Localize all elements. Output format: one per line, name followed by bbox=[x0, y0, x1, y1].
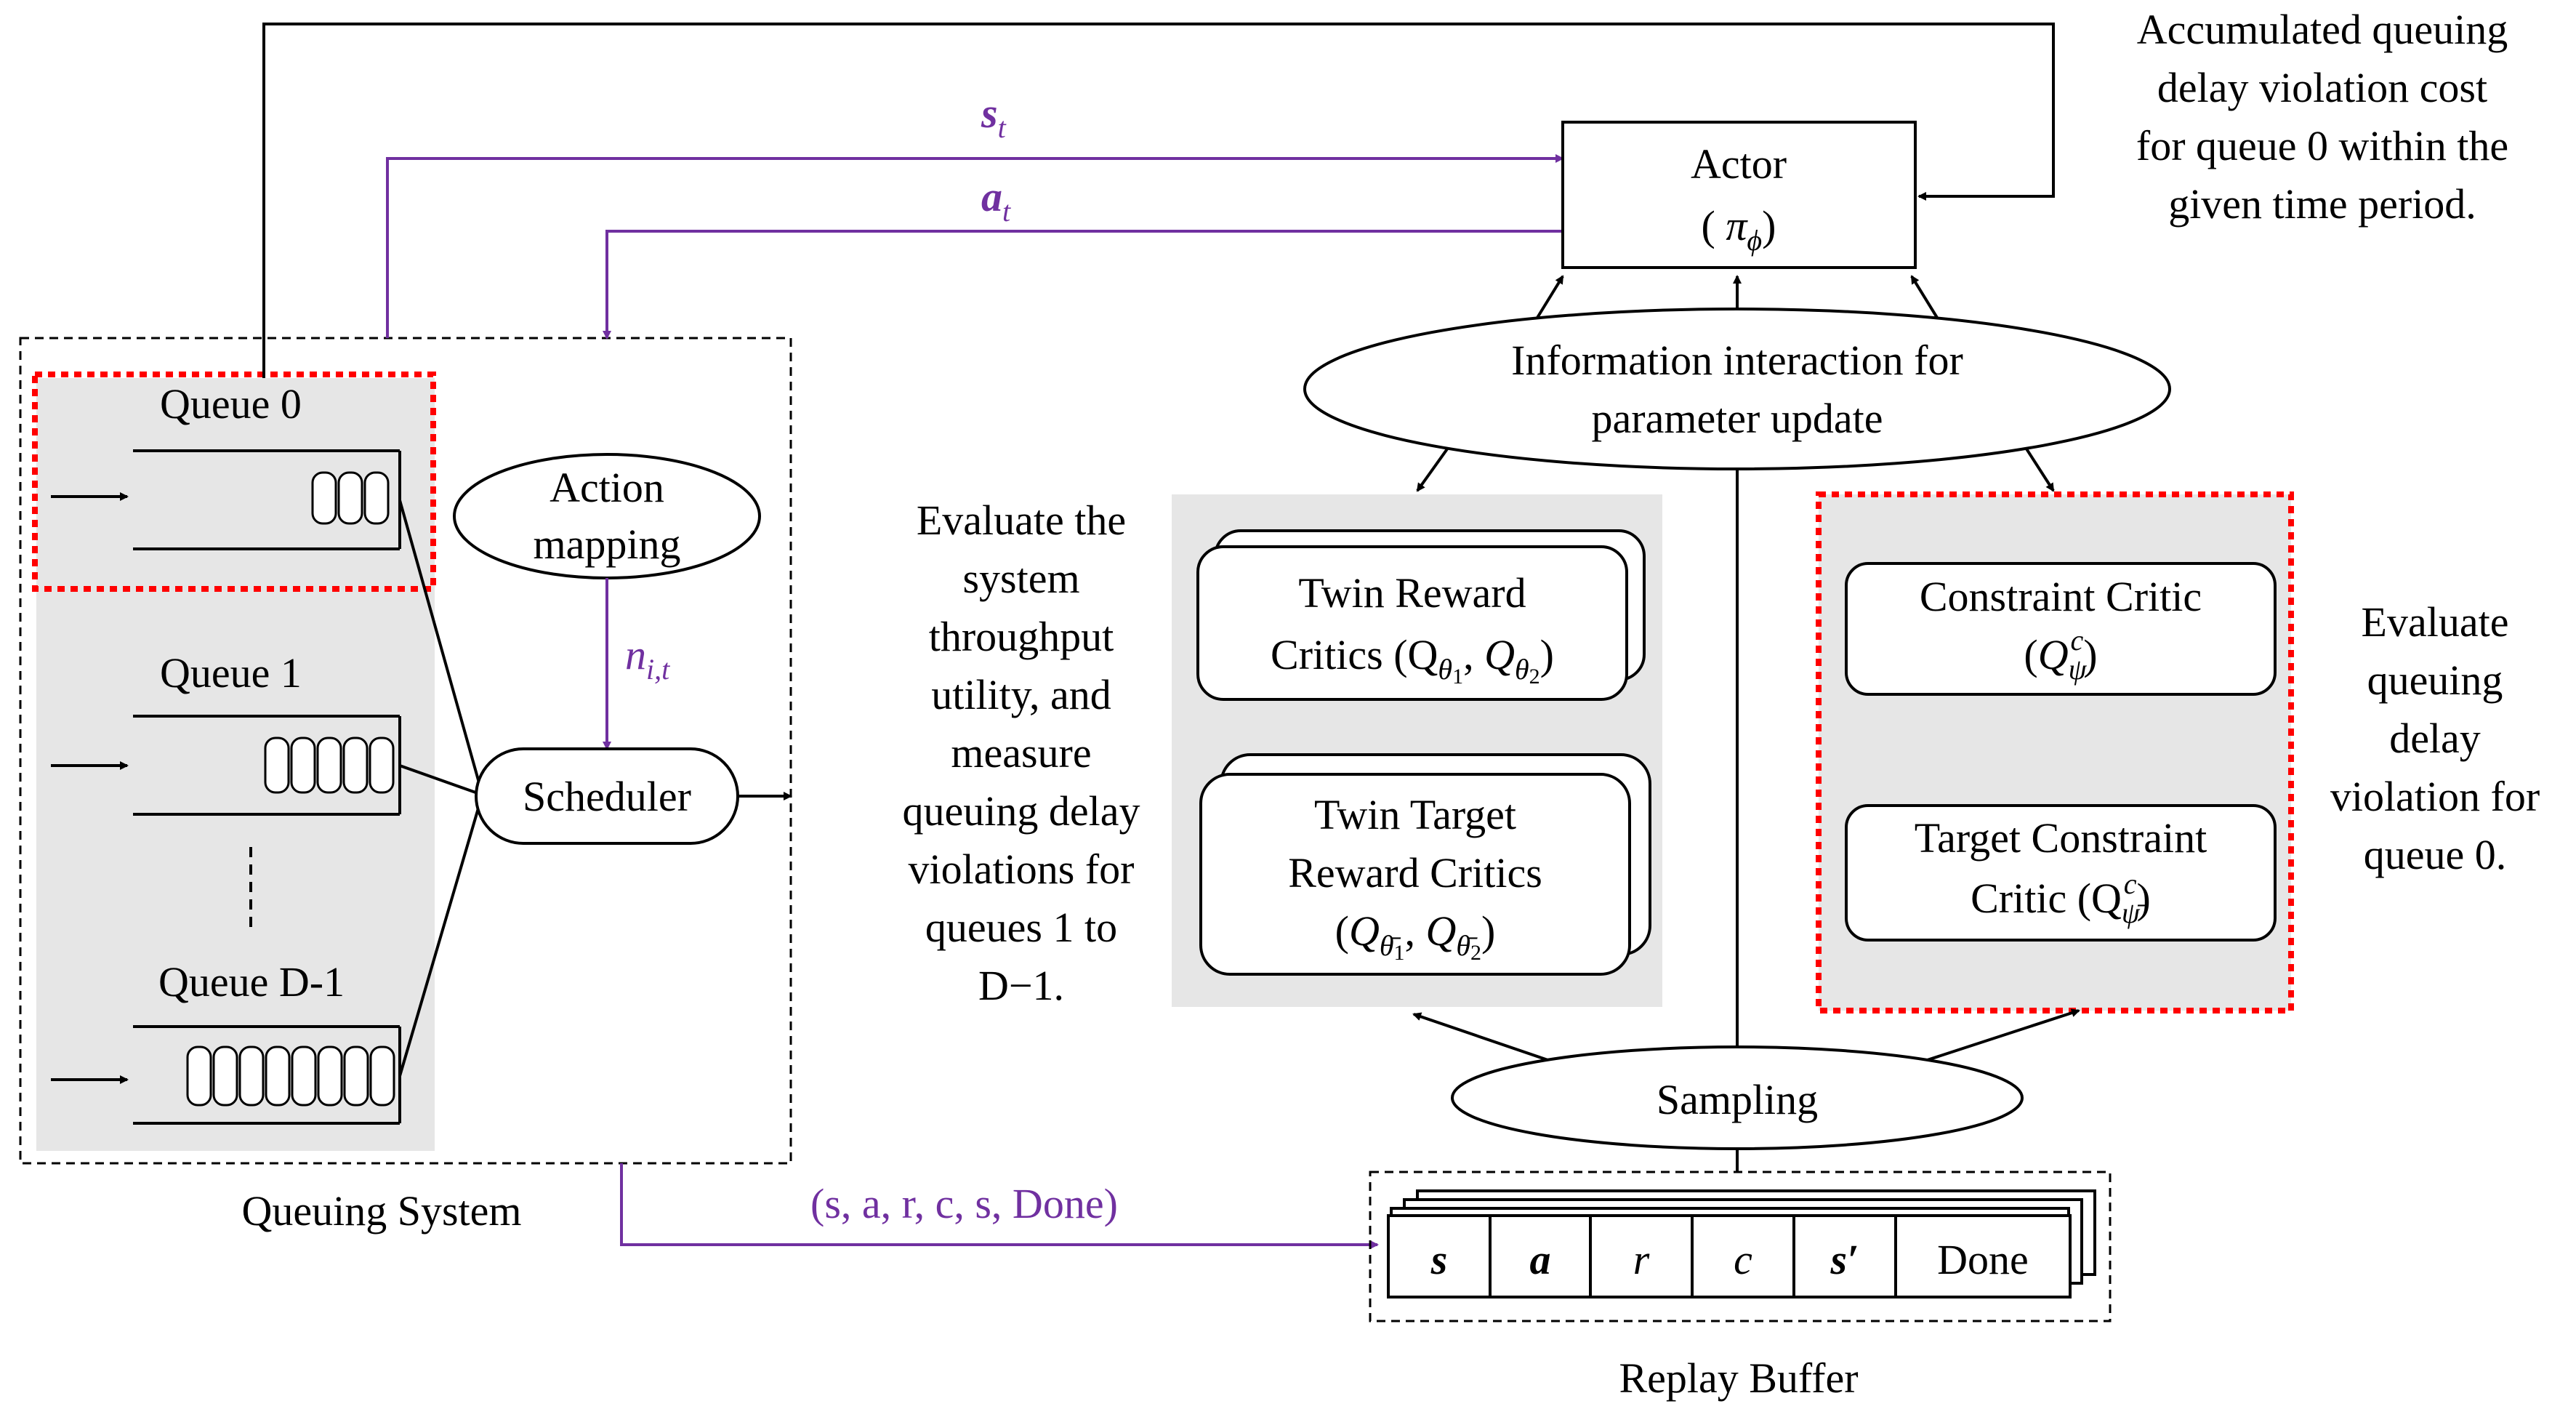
twin-target-reward-critics: Twin Target Reward Critics (Qθ̄1, Qθ̄2) bbox=[1199, 753, 1651, 976]
queue-0-label: Queue 0 bbox=[160, 380, 302, 428]
eval-left-line-7: violations for bbox=[909, 846, 1135, 893]
constraint-critics-panel: Constraint Critic (Qψc) Target Constrain… bbox=[1816, 491, 2294, 1013]
eval-left-line-9: D−1. bbox=[978, 962, 1064, 1009]
twin-reward-critics: Twin Reward Critics (Qθ1, Qθ2) bbox=[1196, 529, 1646, 701]
cost-feedback-line bbox=[262, 23, 2055, 378]
queuing-system-boundary bbox=[19, 337, 792, 1165]
twin-reward-critics-line-2: Critics (Qθ1, Qθ2) bbox=[1271, 631, 1554, 689]
actor-policy: ( πϕ) bbox=[1702, 202, 1776, 257]
transition-arrow bbox=[620, 1163, 1379, 1249]
buffer-cell-c: c bbox=[1734, 1236, 1752, 1283]
cost-note: Accumulated queuing delay violation cost… bbox=[2136, 6, 2508, 228]
action-mapping-line-2: mapping bbox=[534, 521, 681, 568]
cost-note-line-2: delay violation cost bbox=[2157, 64, 2487, 111]
queue-d-1-label: Queue D-1 bbox=[158, 958, 345, 1005]
buffer-cell-s-next: s′ bbox=[1830, 1236, 1859, 1283]
queue-d-1-packets bbox=[186, 1045, 395, 1107]
eval-left-line-4: utility, and bbox=[931, 671, 1111, 718]
queuing-system-label: Queuing System bbox=[241, 1187, 521, 1235]
cost-note-line-1: Accumulated queuing bbox=[2137, 6, 2508, 53]
constraint-critic: Constraint Critic (Qψc) bbox=[1845, 562, 2277, 696]
twin-target-line-1: Twin Target bbox=[1314, 791, 1516, 838]
actor: Actor ( πϕ) bbox=[1561, 121, 1917, 269]
reward-critics-panel: Twin Reward Critics (Qθ1, Qθ2) Twin Targ… bbox=[1172, 494, 1662, 1007]
buffer-cell-s: s bbox=[1430, 1236, 1448, 1283]
replay-buffer-label: Replay Buffer bbox=[1619, 1354, 1858, 1402]
eval-right-line-2: queuing bbox=[2367, 657, 2503, 704]
eval-right-line-5: queue 0. bbox=[2364, 831, 2507, 878]
action-label: at bbox=[981, 173, 1011, 228]
target-constraint-line-2: Critic (Qψ̄c) bbox=[1971, 867, 2151, 929]
eval-left-line-8: queues 1 to bbox=[925, 904, 1117, 951]
queue-1-label: Queue 1 bbox=[160, 649, 302, 697]
target-constraint-critic: Target Constraint Critic (Qψ̄c) bbox=[1845, 804, 2277, 942]
eval-right-note: Evaluate queuing delay violation for que… bbox=[2330, 598, 2540, 878]
sampling: Sampling bbox=[1412, 1008, 2080, 1172]
information-interaction-ellipse bbox=[1303, 308, 2171, 470]
sampling-label: Sampling bbox=[1657, 1076, 1818, 1123]
actor-title: Actor bbox=[1691, 140, 1787, 188]
information-interaction-line-2: parameter update bbox=[1592, 395, 1883, 442]
buffer-cell-r: r bbox=[1633, 1236, 1650, 1283]
cost-note-line-4: given time period. bbox=[2168, 180, 2476, 228]
n-label: ni,t bbox=[625, 631, 670, 686]
queue-1-packets bbox=[264, 736, 395, 794]
eval-left-line-5: measure bbox=[951, 729, 1091, 776]
state-label: st bbox=[981, 89, 1007, 144]
queue-0: Queue 0 bbox=[51, 380, 401, 550]
eval-left-line-3: throughput bbox=[929, 613, 1114, 660]
buffer-cell-done: Done bbox=[1937, 1236, 2029, 1283]
twin-reward-critics-line-1: Twin Reward bbox=[1298, 569, 1526, 617]
action-arrow bbox=[603, 230, 1563, 340]
eval-left-line-2: system bbox=[962, 555, 1079, 602]
replay-buffer-cells: s a r c s′ Done bbox=[1387, 1214, 2072, 1298]
feedback-paths: st at (s, a, r, c, s, Done) bbox=[262, 23, 2055, 1249]
target-constraint-line-1: Target Constraint bbox=[1915, 814, 2207, 862]
scheduler-label: Scheduler bbox=[523, 773, 691, 820]
information-interaction: Information interaction for parameter up… bbox=[1303, 275, 2171, 1080]
eval-left-note: Evaluate the system throughput utility, … bbox=[903, 497, 1140, 1009]
action-mapping-line-1: Action bbox=[550, 464, 664, 511]
buffer-cell-a: a bbox=[1530, 1236, 1551, 1283]
queue-0-highlight bbox=[32, 372, 436, 592]
twin-target-line-2: Reward Critics bbox=[1288, 849, 1542, 896]
replay-buffer: s a r c s′ Done Replay Buffer bbox=[1369, 1171, 2112, 1402]
replay-buffer-boundary bbox=[1369, 1171, 2112, 1322]
state-arrow bbox=[386, 154, 1564, 338]
constraint-critic-line-1: Constraint Critic bbox=[1920, 573, 2202, 620]
queue-1: Queue 1 bbox=[51, 649, 401, 816]
queue-0-packets bbox=[311, 471, 390, 525]
information-interaction-line-1: Information interaction for bbox=[1511, 337, 1963, 384]
actor-box bbox=[1561, 121, 1917, 269]
constraint-critics-highlight bbox=[1816, 491, 2294, 1013]
cost-note-line-3: for queue 0 within the bbox=[2136, 122, 2508, 169]
eval-right-line-4: violation for bbox=[2330, 773, 2540, 820]
eval-left-line-1: Evaluate the bbox=[917, 497, 1126, 544]
eval-left-line-6: queuing delay bbox=[903, 787, 1140, 835]
eval-right-line-3: delay bbox=[2389, 715, 2481, 762]
transition-tuple-label: (s, a, r, c, s, Done) bbox=[810, 1180, 1118, 1227]
queue-d-1: Queue D-1 bbox=[51, 958, 401, 1125]
constraint-critic-line-2: (Qψc) bbox=[2024, 624, 2097, 686]
queuing-system: Queue 0 Queue 1 bbox=[19, 337, 792, 1235]
eval-right-line-1: Evaluate bbox=[2362, 598, 2509, 646]
